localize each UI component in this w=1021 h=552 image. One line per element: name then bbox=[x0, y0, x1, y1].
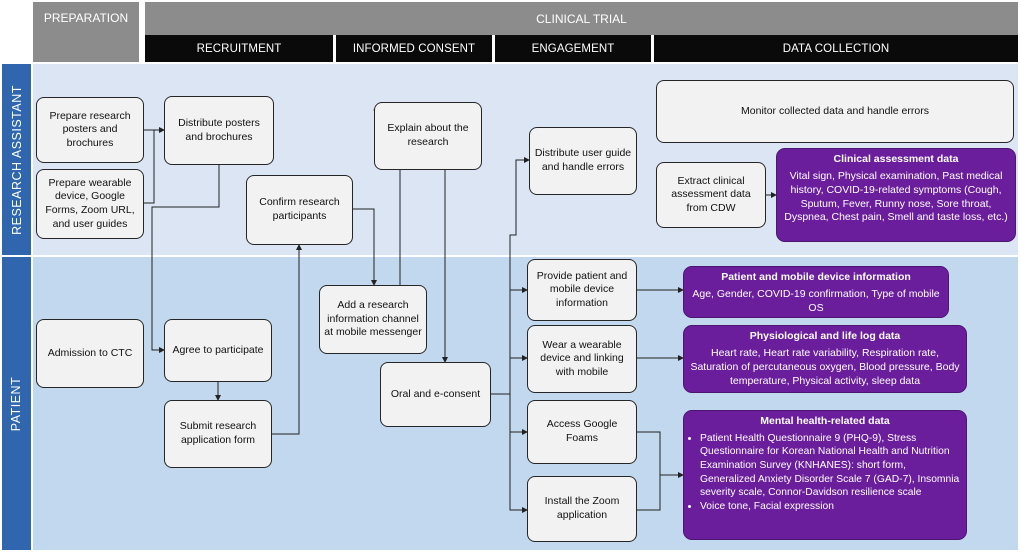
data-box-title: Mental health-related data bbox=[760, 415, 890, 427]
data-box-title: Physiological and life log data bbox=[749, 330, 901, 342]
box-distribute-posters: Distribute posters and brochures bbox=[164, 96, 274, 165]
box-wear-device: Wear a wearable device and linking with … bbox=[527, 325, 637, 393]
lane-label-research-assistant: RESEARCH ASSISTANT bbox=[2, 64, 31, 255]
header-informed-consent: INFORMED CONSENT bbox=[336, 35, 492, 62]
lane-label-patient: PATIENT bbox=[2, 257, 31, 550]
header-recruitment: RECRUITMENT bbox=[145, 35, 333, 62]
header-clinical-trial: CLINICAL TRIAL bbox=[145, 2, 1018, 35]
data-box-body: Vital sign, Physical examination, Past m… bbox=[784, 169, 1008, 224]
box-admission: Admission to CTC bbox=[36, 319, 144, 388]
data-box-body: Heart rate, Heart rate variability, Resp… bbox=[690, 346, 960, 387]
box-monitor-data: Monitor collected data and handle errors bbox=[656, 80, 1014, 143]
list-item: Voice tone, Facial expression bbox=[700, 500, 960, 514]
data-box-title: Clinical assessment data bbox=[833, 153, 959, 165]
box-provide-info: Provide patient and mobile device inform… bbox=[527, 259, 637, 321]
box-prepare-posters: Prepare research posters and brochures bbox=[36, 97, 144, 163]
box-add-channel: Add a research information channel at mo… bbox=[319, 285, 427, 354]
data-box-clinical-assessment: Clinical assessment data Vital sign, Phy… bbox=[776, 148, 1016, 242]
header-engagement: ENGAGEMENT bbox=[495, 35, 651, 62]
data-box-patient-device: Patient and mobile device information Ag… bbox=[683, 266, 949, 318]
data-box-mental-health: Mental health-related data Patient Healt… bbox=[683, 410, 967, 540]
data-box-body: Age, Gender, COVID-19 confirmation, Type… bbox=[692, 287, 940, 314]
box-prepare-wearable: Prepare wearable device, Google Forms, Z… bbox=[36, 169, 144, 239]
list-item: Patient Health Questionnaire 9 (PHQ-9), … bbox=[700, 432, 960, 500]
header-data-collection: DATA COLLECTION bbox=[654, 35, 1018, 62]
box-confirm-participants: Confirm research participants bbox=[246, 175, 353, 245]
data-box-list: Patient Health Questionnaire 9 (PHQ-9), … bbox=[690, 432, 960, 513]
box-explain-research: Explain about the research bbox=[374, 102, 482, 170]
data-box-title: Patient and mobile device information bbox=[721, 271, 911, 283]
box-distribute-guide: Distribute user guide and handle errors bbox=[529, 127, 637, 195]
header-preparation: PREPARATION bbox=[33, 2, 139, 62]
box-access-google: Access Google Foams bbox=[527, 400, 637, 464]
box-oral-consent: Oral and e-consent bbox=[380, 362, 491, 427]
box-submit-form: Submit research application form bbox=[164, 400, 272, 468]
box-agree: Agree to participate bbox=[164, 319, 272, 382]
box-install-zoom: Install the Zoom application bbox=[527, 476, 637, 542]
data-box-physiological: Physiological and life log data Heart ra… bbox=[683, 325, 967, 393]
box-extract-clinical: Extract clinical assessment data from CD… bbox=[656, 162, 766, 228]
